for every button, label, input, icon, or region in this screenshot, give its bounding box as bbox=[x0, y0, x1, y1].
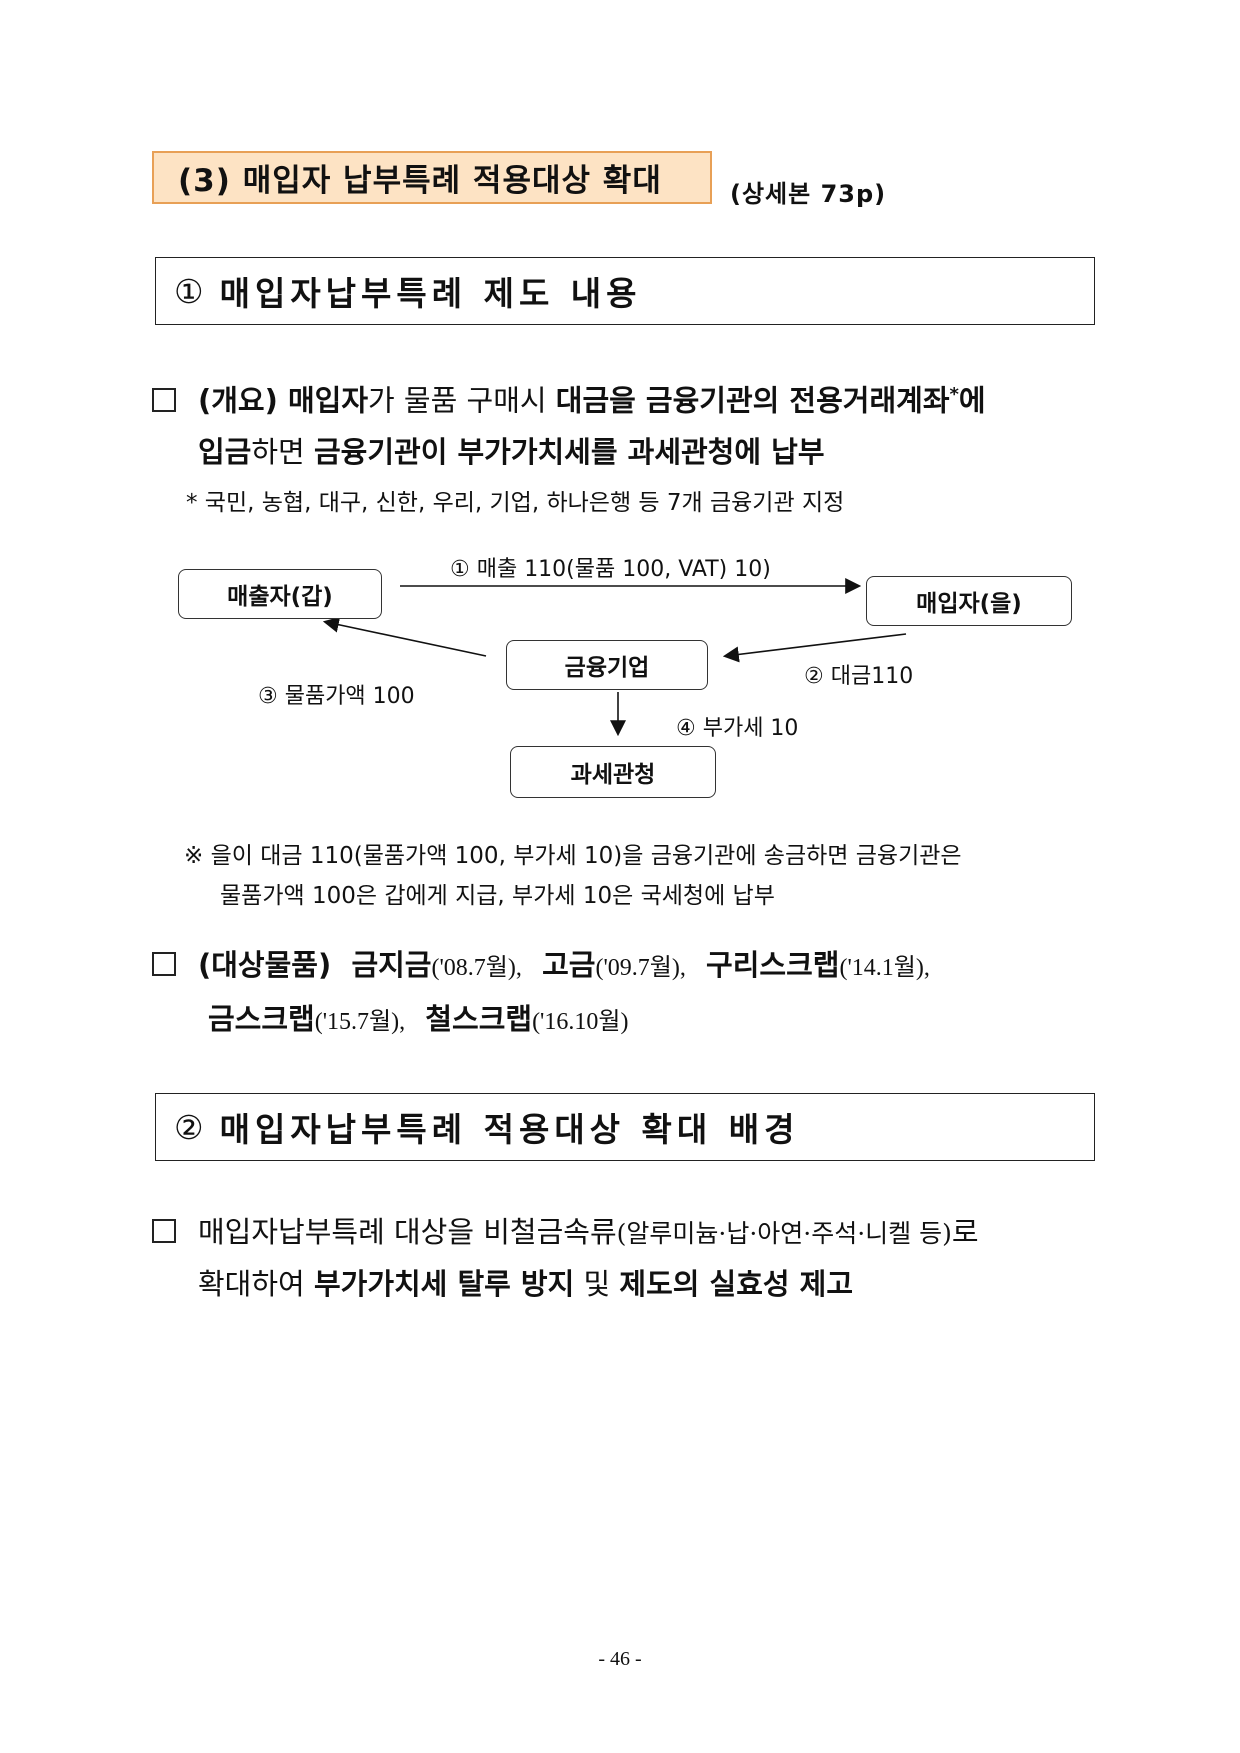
plain-text: 확대하여 bbox=[198, 1267, 314, 1301]
footnote: * 국민, 농협, 대구, 신한, 우리, 기업, 하나은행 등 7개 금융기관… bbox=[186, 490, 845, 516]
checkbox-bullet-icon bbox=[152, 387, 176, 412]
label-sale: ① 매출 110(물품 100, VAT) 10) bbox=[450, 557, 771, 582]
emphasis-text: 입금 bbox=[198, 434, 252, 469]
item-name: 구리스크랩 bbox=[706, 948, 840, 982]
plain-text: 가 물품 구매시 bbox=[368, 383, 556, 418]
bullet-line: 확대하여 부가가치세 탈루 방지 및 제도의 실효성 제고 bbox=[152, 1259, 1112, 1310]
bullet-background: 매입자납부특례 대상을 비철금속류(알루미늄·납·아연·주석·니켈 등)로 확대… bbox=[152, 1207, 1112, 1310]
label-payment: ② 대금110 bbox=[804, 664, 914, 689]
diagram-arrows bbox=[322, 578, 907, 737]
plain-text: 및 bbox=[574, 1267, 620, 1301]
subsection-title: 매입자납부특례 제도 내용 bbox=[219, 274, 642, 313]
section-title: (3) 매입자 납부특례 적용대상 확대 bbox=[152, 151, 712, 204]
arrow-buyer-payment bbox=[722, 633, 907, 663]
emphasis-text: 에 bbox=[958, 383, 986, 418]
plain-text: 하면 bbox=[251, 434, 314, 469]
subsection-title: 매입자납부특례 적용대상 확대 배경 bbox=[219, 1110, 800, 1149]
node-buyer: 매입자(을) bbox=[866, 576, 1072, 626]
bullet-line: 매입자납부특례 대상을 비철금속류(알루미늄·납·아연·주석·니켈 등)로 bbox=[152, 1207, 1112, 1259]
section-reference: (상세본 73p) bbox=[730, 180, 887, 208]
node-bank: 금융기업 bbox=[506, 640, 708, 690]
flow-diagram: 매출자(갑) 매입자(을) 금융기업 과세관청 ① 매출 110(물품 100,… bbox=[0, 540, 1240, 800]
bullet-tag: (개요) bbox=[198, 383, 278, 418]
remark: ※ 을이 대금 110(물품가액 100, 부가세 10)을 금융기관에 송금하… bbox=[184, 836, 1114, 916]
item-name: 금스크랩 bbox=[208, 1002, 315, 1036]
bullet-line: 금스크랩('15.7월), 철스크랩('16.10월) bbox=[152, 994, 1112, 1048]
emphasis-text: 매입자 bbox=[287, 383, 369, 418]
checkbox-bullet-icon bbox=[152, 952, 176, 976]
subsection-number: ② bbox=[174, 1107, 204, 1147]
item-date: ('08.7월), bbox=[431, 955, 522, 981]
footnote-marker: * bbox=[949, 384, 959, 405]
item-date: ('09.7월), bbox=[595, 955, 686, 981]
item-date: ('14.1월), bbox=[839, 955, 930, 981]
label-vat: ④ 부가세 10 bbox=[676, 716, 799, 741]
plain-text: 로 bbox=[951, 1215, 979, 1249]
item-date: ('15.7월), bbox=[314, 1009, 406, 1035]
subsection-number: ① bbox=[174, 271, 204, 311]
remark-line: 물품가액 100은 갑에게 지급, 부가세 10은 국세청에 납부 bbox=[220, 883, 775, 909]
checkbox-bullet-icon bbox=[152, 1219, 176, 1243]
node-seller: 매출자(갑) bbox=[178, 569, 382, 619]
emphasis-text: 부가가치세 탈루 방지 bbox=[313, 1267, 575, 1301]
emphasis-text: 대금을 금융기관의 전용거래계좌 bbox=[555, 383, 950, 418]
plain-text: 매입자납부특례 대상을 비철금속류 bbox=[198, 1215, 617, 1249]
subsection-box-2: ② 매입자납부특례 적용대상 확대 배경 bbox=[155, 1093, 1095, 1161]
emphasis-text: 금융기관이 부가가치세를 과세관청에 납부 bbox=[313, 434, 825, 469]
emphasis-text: 제도의 실효성 제고 bbox=[619, 1267, 854, 1301]
bullet-target-goods: (대상물품) 금지금('08.7월), 고금('09.7월), 구리스크랩('1… bbox=[152, 940, 1112, 1048]
bullet-line: 입금하면 금융기관이 부가가치세를 과세관청에 납부 bbox=[152, 427, 1102, 478]
bullet-line: (개요) 매입자가 물품 구매시 대금을 금융기관의 전용거래계좌*에 bbox=[152, 369, 1102, 427]
plain-text: (알루미늄·납·아연·주석·니켈 등) bbox=[616, 1219, 952, 1248]
subsection-box-1: ① 매입자납부특례 제도 내용 bbox=[155, 257, 1095, 325]
remark-line: ※ 을이 대금 110(물품가액 100, 부가세 10)을 금융기관에 송금하… bbox=[184, 843, 962, 869]
arrow-goods-payment bbox=[322, 616, 487, 657]
node-tax-office: 과세관청 bbox=[510, 746, 716, 798]
item-name: 철스크랩 bbox=[425, 1002, 533, 1036]
bullet-line: (대상물품) 금지금('08.7월), 고금('09.7월), 구리스크랩('1… bbox=[152, 940, 1112, 994]
label-goods: ③ 물품가액 100 bbox=[258, 684, 415, 709]
bullet-tag: (대상물품) bbox=[198, 948, 332, 982]
page-number: - 46 - bbox=[598, 1648, 642, 1670]
bullet-overview: (개요) 매입자가 물품 구매시 대금을 금융기관의 전용거래계좌*에 입금하면… bbox=[152, 369, 1102, 478]
item-date: ('16.10월) bbox=[532, 1009, 629, 1035]
item-name: 금지금 bbox=[351, 948, 432, 982]
item-name: 고금 bbox=[542, 948, 596, 982]
